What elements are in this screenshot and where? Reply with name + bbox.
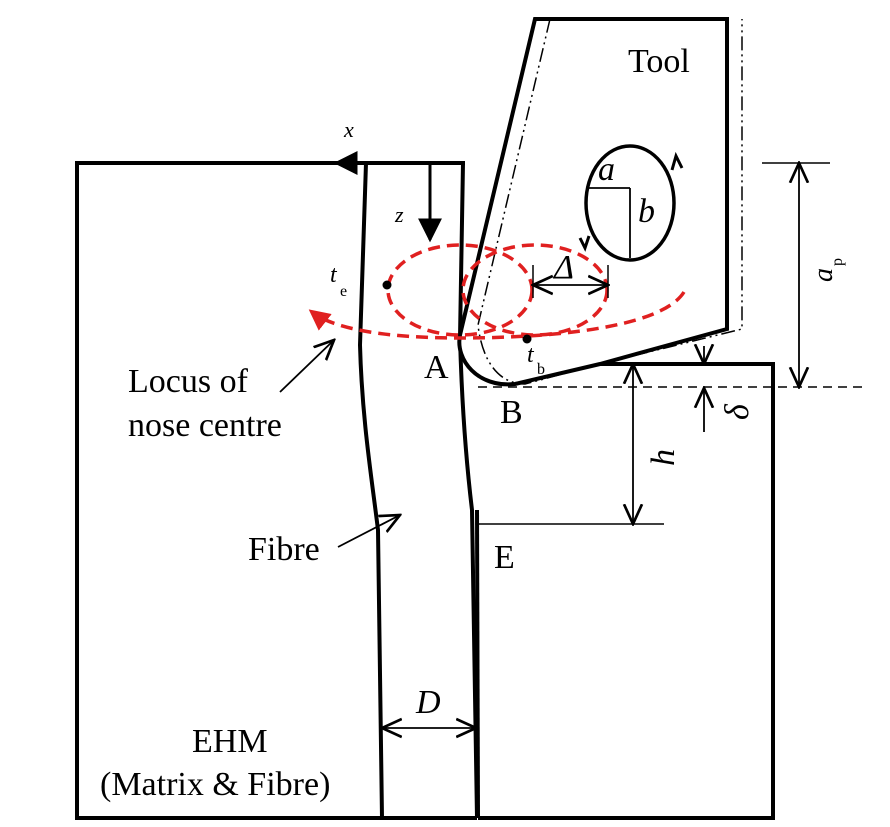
label-locus-line1: Locus of: [128, 363, 249, 400]
label-tool: Tool: [628, 43, 690, 80]
label-delta-small: δ: [719, 403, 756, 420]
label-ehm: EHM: [192, 723, 268, 760]
label-tb-sub: b: [537, 361, 545, 378]
fibre-pointer-arrow: [337, 515, 400, 548]
label-te: t: [330, 262, 338, 288]
label-b: b: [638, 193, 655, 230]
label-x-axis: x: [343, 117, 354, 142]
label-te-sub: e: [340, 283, 347, 300]
tool-reference-dashdot: [477, 18, 743, 385]
label-D: D: [415, 684, 441, 721]
locus-trajectory: [308, 290, 686, 340]
vibration-direction-arrow-left: [578, 235, 591, 252]
label-locus-line2: nose centre: [128, 407, 282, 444]
label-a: a: [598, 151, 615, 188]
label-delta-cap: Δ: [552, 249, 574, 286]
vibration-direction-arrow-right: [670, 151, 684, 171]
fibre-left-edge: [357, 162, 384, 819]
label-h: h: [645, 449, 682, 466]
vibration-ellipse: [584, 144, 676, 262]
point-tb: [522, 334, 532, 344]
tool-outline: [457, 17, 729, 387]
label-tb: t: [527, 342, 535, 368]
label-z-axis: z: [394, 202, 404, 227]
label-ap: a: [808, 268, 839, 282]
label-ap-sub: p: [829, 258, 846, 266]
right-block-outline: [478, 362, 775, 820]
ehm-block-outline: [75, 161, 465, 820]
label-point-E: E: [494, 539, 515, 576]
locus-pointer-arrow: [279, 340, 334, 393]
right-block-left-edge: [475, 509, 480, 819]
label-ehm-sub: (Matrix & Fibre): [100, 766, 330, 803]
label-point-A: A: [424, 349, 449, 386]
label-point-B: B: [500, 394, 523, 431]
point-te: [382, 280, 392, 290]
label-fibre: Fibre: [248, 531, 320, 568]
fibre-right-edge: [457, 162, 479, 819]
